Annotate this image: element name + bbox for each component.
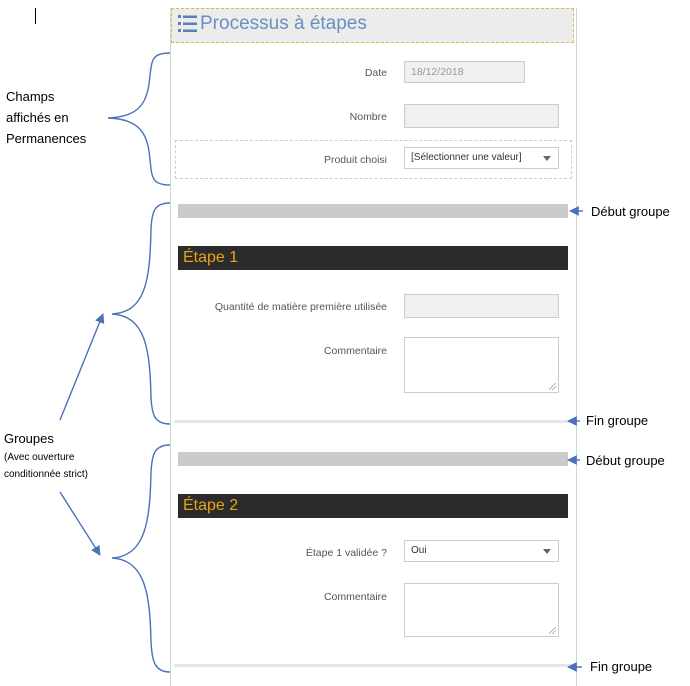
annotation-groupes-detail-line-2: conditionnée strict)	[4, 469, 88, 480]
annotation-groupes-detail: (Avec ouverture conditionnée strict)	[4, 449, 88, 483]
date-field[interactable]: 18/12/2018	[404, 61, 525, 83]
resize-handle-icon[interactable]	[549, 383, 556, 390]
annotation-fin-groupe-2: Fin groupe	[590, 659, 653, 674]
date-label: Date	[364, 67, 387, 79]
annotation-champs-line-1: Champs	[6, 89, 55, 104]
step-1-header: Étape 1	[178, 246, 568, 270]
brace-group-2	[111, 444, 171, 673]
annotation-groupes-detail-line-1: (Avec ouverture	[4, 452, 75, 463]
nombre-label: Nombre	[349, 111, 387, 123]
page-title: Processus à étapes	[200, 13, 367, 34]
annotation-debut-groupe-1: Début groupe	[591, 204, 670, 219]
brace-group-1	[111, 202, 171, 425]
quantite-label: Quantité de matière première utilisée	[214, 301, 387, 313]
commentaire-1-textarea[interactable]	[404, 337, 559, 393]
validee-select[interactable]: Oui	[404, 540, 559, 562]
annotation-champs: Champs affichés en Permanences	[6, 86, 86, 149]
brace-permanent-fields	[107, 52, 171, 186]
group-2-start-bar	[178, 452, 568, 466]
validee-select-value: Oui	[411, 545, 427, 556]
validee-label: Étape 1 validée ?	[305, 547, 387, 559]
produit-select-value: [Sélectionner une valeur]	[411, 152, 522, 163]
quantite-field[interactable]	[404, 294, 559, 318]
group-1-end-bar	[174, 420, 572, 423]
annotation-champs-line-2: affichés en	[6, 110, 69, 125]
commentaire-2-textarea[interactable]	[404, 583, 559, 637]
text-cursor	[35, 8, 36, 24]
chevron-down-icon	[543, 549, 551, 554]
produit-select[interactable]: [Sélectionner une valeur]	[404, 147, 559, 169]
annotation-debut-groupe-2: Début groupe	[586, 453, 665, 468]
resize-handle-icon[interactable]	[549, 627, 556, 634]
produit-label: Produit choisi	[323, 154, 387, 166]
annotation-champs-line-3: Permanences	[6, 131, 87, 146]
group-1-start-bar	[178, 204, 568, 218]
nombre-field[interactable]	[404, 104, 559, 128]
chevron-down-icon	[543, 156, 551, 161]
commentaire-1-label: Commentaire	[323, 345, 387, 357]
numbered-list-icon	[178, 15, 197, 32]
arrow-groupes-up	[59, 313, 105, 421]
group-2-end-bar	[174, 664, 572, 667]
annotation-fin-groupe-1: Fin groupe	[586, 413, 649, 428]
arrow-groupes-down	[59, 491, 101, 556]
step-2-header: Étape 2	[178, 494, 568, 518]
commentaire-2-label: Commentaire	[323, 591, 387, 603]
produit-row-outline	[175, 140, 572, 179]
form-header	[171, 8, 574, 43]
annotation-groupes: Groupes	[4, 431, 54, 446]
